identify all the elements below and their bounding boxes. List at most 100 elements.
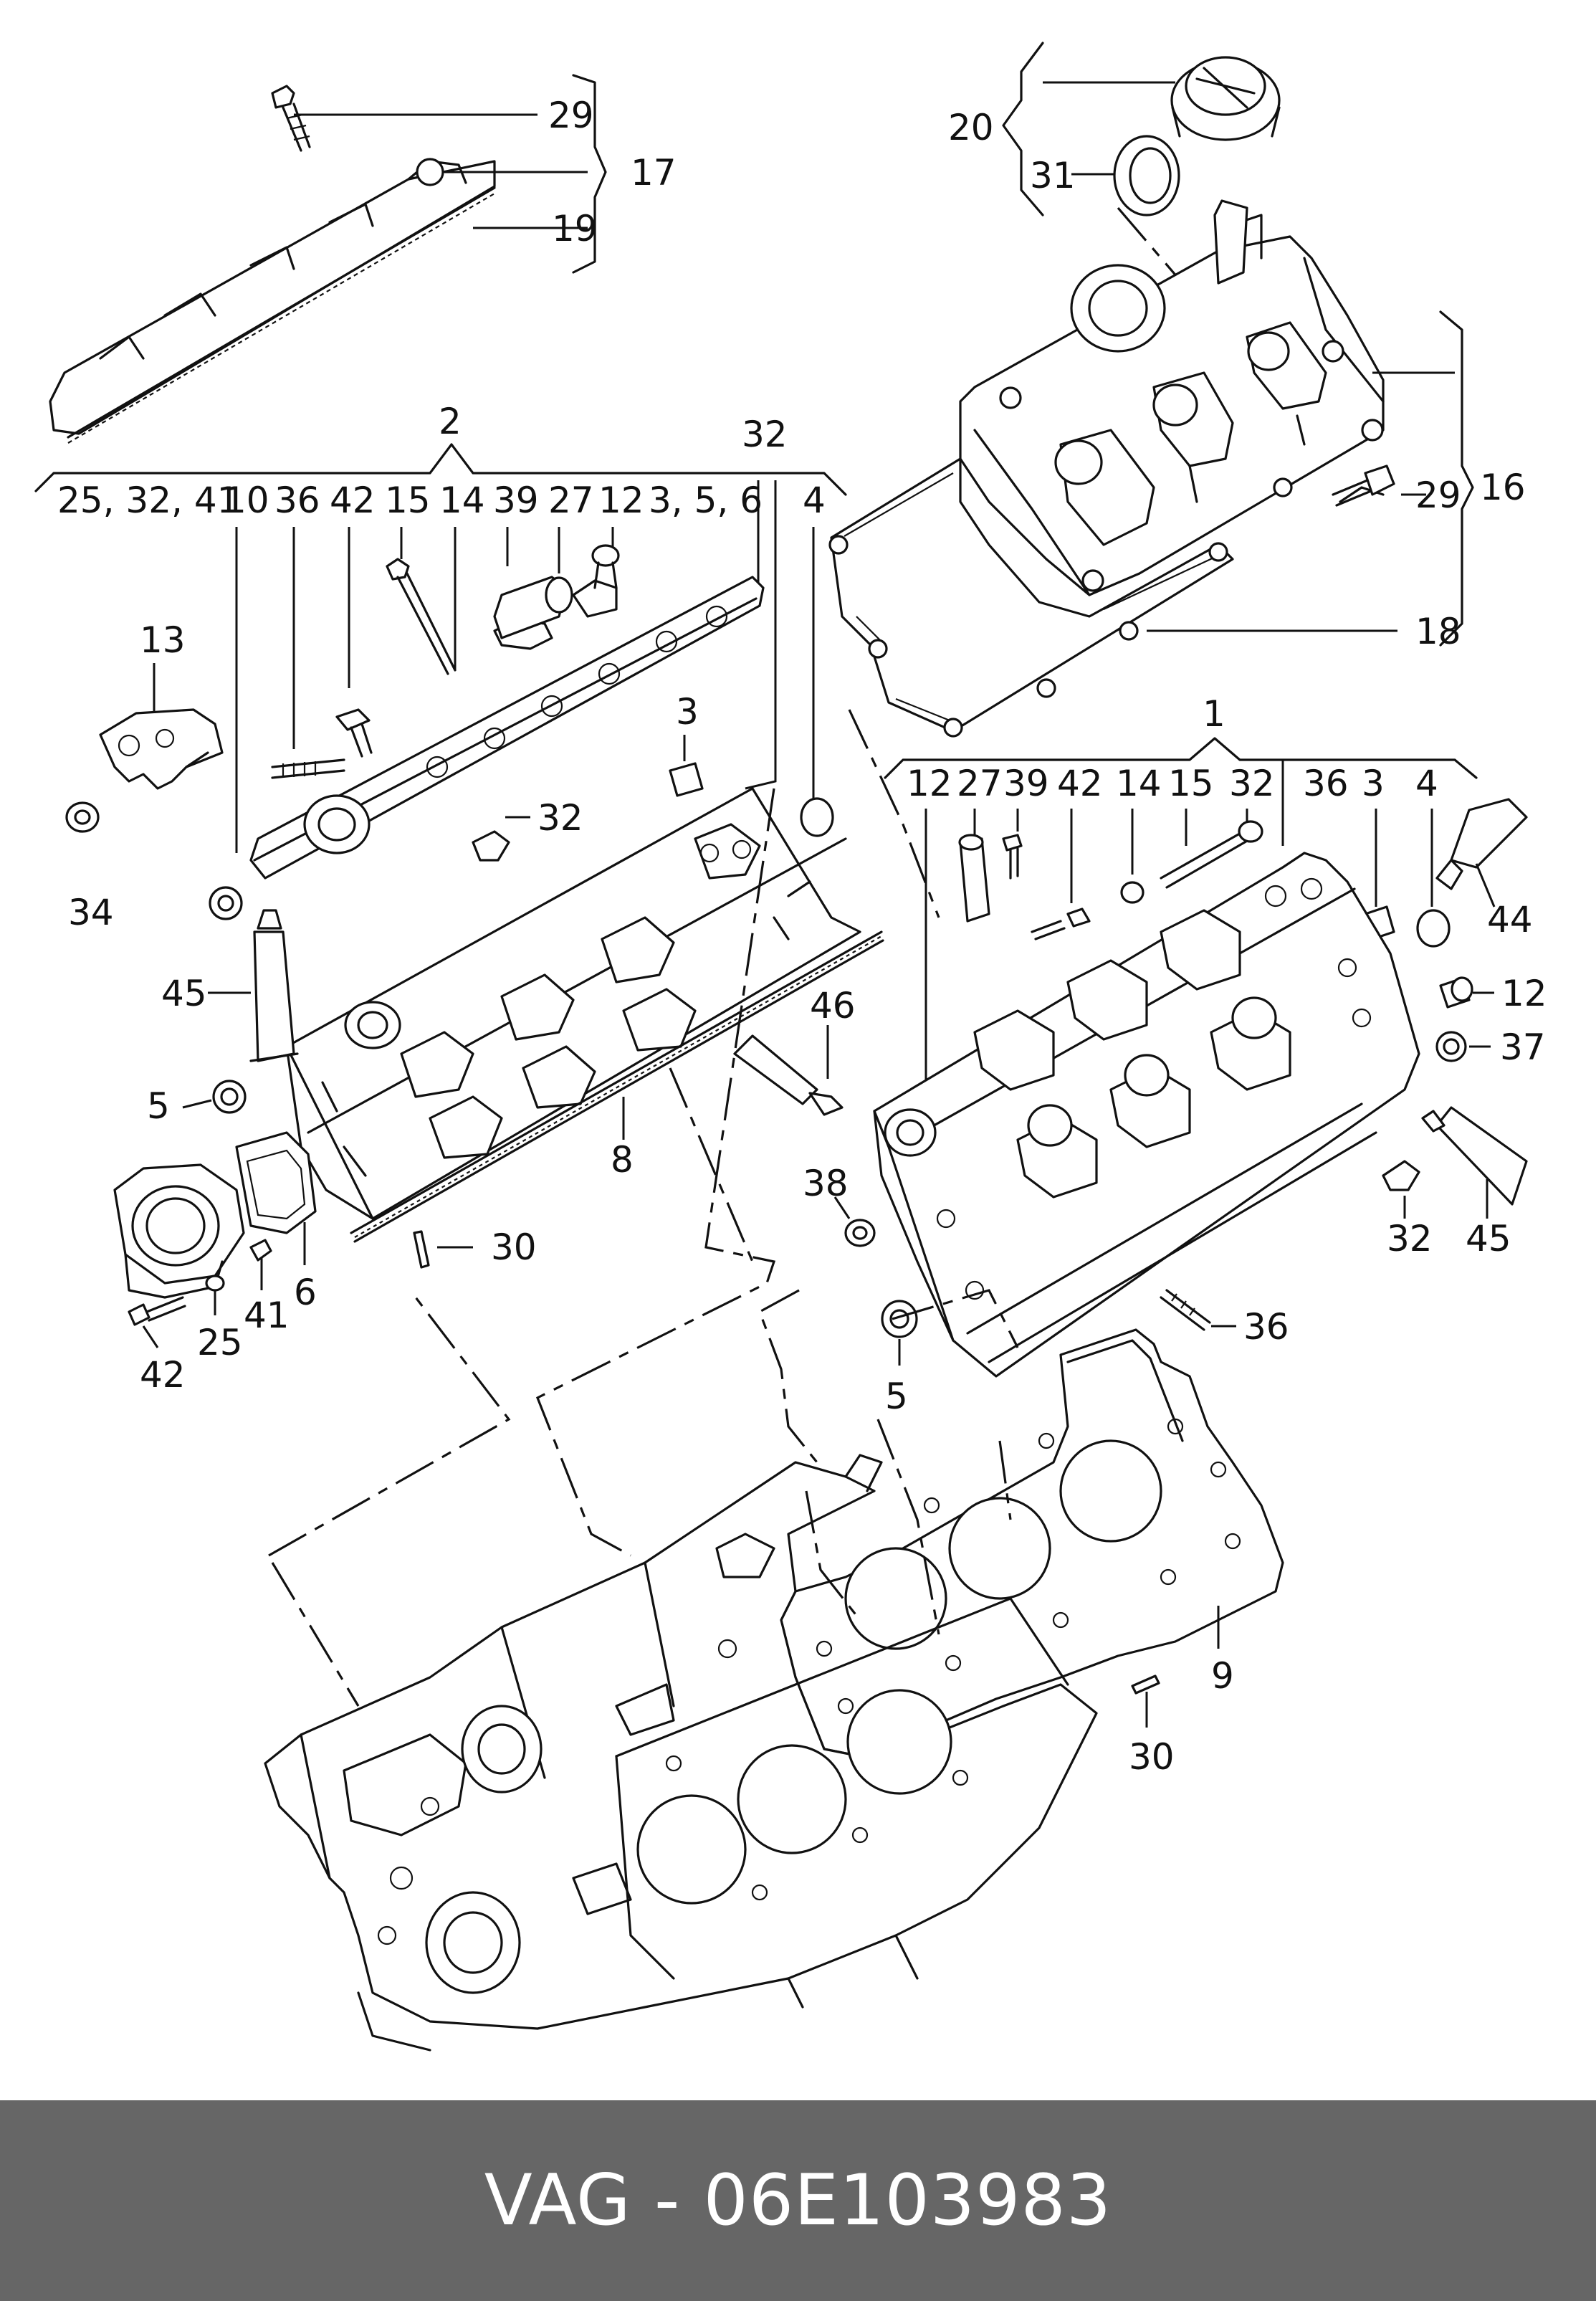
callout-32-left: 32	[537, 797, 583, 839]
callout-42-lower: 42	[140, 1354, 186, 1396]
callout-37: 37	[1500, 1026, 1546, 1068]
callout-12-right: 12	[1501, 973, 1547, 1014]
callout-2: 2	[439, 401, 462, 442]
callout-45-right: 45	[1466, 1218, 1511, 1259]
callout-32-right-top: 32	[1229, 763, 1275, 804]
bolt-41	[249, 1239, 272, 1262]
callout-12-right-top: 12	[907, 763, 952, 804]
seal-plug-4-left	[800, 797, 834, 837]
callout-5-right: 5	[885, 1376, 908, 1417]
oil-filler-cap	[1170, 56, 1281, 141]
callout-34: 34	[68, 892, 114, 933]
cylinder-head-left	[285, 787, 861, 1220]
callout-45-left: 45	[161, 973, 207, 1014]
callout-15-top: 15	[385, 480, 431, 521]
callout-6: 6	[294, 1272, 317, 1313]
callout-14-right: 14	[1116, 763, 1162, 804]
callout-14-top: 14	[439, 480, 485, 521]
cylinder-head-gasket-9	[780, 1328, 1284, 1758]
bolt-39-right	[1002, 834, 1023, 880]
plug-10	[209, 886, 243, 920]
bolt-15-right	[1160, 820, 1263, 889]
callout-27-right: 27	[957, 763, 1003, 804]
cylinder-head-cover-left	[49, 158, 496, 444]
callout-9: 9	[1211, 1655, 1234, 1697]
callout-32-top: 32	[742, 414, 788, 455]
cover-5-right	[881, 1300, 918, 1338]
cylinder-head-cover-right	[959, 199, 1385, 596]
callout-13: 13	[140, 619, 186, 661]
camshaft-adjuster-cover	[113, 1163, 245, 1299]
callout-30-right: 30	[1129, 1736, 1175, 1778]
bolt-15-left	[386, 558, 457, 675]
callout-36-top: 36	[274, 480, 320, 521]
stud-36-right	[1160, 1289, 1211, 1331]
callout-19: 19	[552, 208, 598, 249]
callout-4-top: 4	[803, 480, 826, 521]
bracket-13	[99, 708, 224, 790]
plug-37	[1435, 1031, 1467, 1062]
sealant-tube-46	[733, 1034, 844, 1116]
sleeve-25	[205, 1275, 225, 1292]
callout-15-right: 15	[1168, 763, 1214, 804]
callout-3-left: 3	[676, 691, 699, 733]
callout-36-right: 36	[1243, 1306, 1289, 1348]
dowel-30-right	[1131, 1674, 1160, 1695]
callout-8: 8	[611, 1139, 634, 1181]
bush-3-left	[669, 762, 704, 797]
callout-27-top: 27	[548, 480, 594, 521]
sealant-tube-45-left	[249, 909, 299, 1062]
sealant-tube-44	[1435, 798, 1528, 890]
dowel-32-left	[472, 830, 510, 862]
bolt-29-top	[271, 85, 311, 152]
callout-3-right: 3	[1362, 763, 1385, 804]
callout-36-right-top: 36	[1303, 763, 1349, 804]
footer-banner: VAG - 06E103983	[0, 2100, 1596, 2301]
callout-25-32-41: 25, 32, 41	[57, 480, 239, 521]
sensor-12-left	[591, 544, 620, 589]
callout-29-right: 29	[1415, 475, 1461, 516]
callout-30-left: 30	[491, 1226, 537, 1268]
callout-3-5-6: 3, 5, 6	[649, 480, 763, 521]
solenoid-valve-27-right	[958, 834, 990, 923]
part-number-title: VAG - 06E103983	[484, 2160, 1112, 2242]
dowel-32-right	[1382, 1160, 1420, 1191]
washer-14-right	[1120, 881, 1145, 904]
cylinder-head-right	[873, 852, 1420, 1378]
callout-38: 38	[803, 1163, 849, 1204]
exploded-parts-diagram: 29 17 19 20 31	[34, 42, 1547, 2052]
callout-39-right: 39	[1003, 763, 1049, 804]
callout-17: 17	[631, 152, 677, 194]
cylinder-head-gasket-8	[350, 930, 884, 1243]
callout-10: 10	[224, 480, 269, 521]
gasket-6	[235, 1131, 317, 1234]
callout-31: 31	[1030, 155, 1076, 196]
bolt-29-right	[1332, 465, 1395, 507]
engine-block	[264, 1454, 1098, 2052]
callout-12-top: 12	[598, 480, 644, 521]
callout-32-right: 32	[1387, 1218, 1433, 1259]
callout-5-left: 5	[147, 1085, 170, 1127]
bolt-42-lower	[128, 1296, 186, 1326]
callout-1: 1	[1203, 693, 1225, 735]
cover-5-left	[212, 1080, 247, 1114]
seal-ring-31	[1113, 135, 1180, 216]
callout-42-top: 42	[330, 480, 376, 521]
stud-36-left	[271, 758, 345, 779]
dowel-30-left	[413, 1230, 430, 1269]
callout-39-top: 39	[493, 480, 539, 521]
seal-plug-4-right	[1416, 909, 1451, 948]
bolt-42-right	[1031, 907, 1091, 940]
sealant-tube-45-right	[1421, 1106, 1528, 1206]
bolt-42-left	[335, 708, 373, 758]
callout-29-top: 29	[548, 95, 594, 136]
plug-38	[844, 1219, 876, 1247]
callout-18: 18	[1415, 611, 1461, 652]
callout-46: 46	[810, 985, 856, 1026]
callout-20: 20	[948, 107, 994, 148]
callout-44: 44	[1487, 899, 1533, 940]
sensor-12-right	[1439, 976, 1473, 1009]
nut-34	[65, 801, 100, 833]
callout-41: 41	[244, 1295, 290, 1336]
callout-42-right: 42	[1057, 763, 1103, 804]
